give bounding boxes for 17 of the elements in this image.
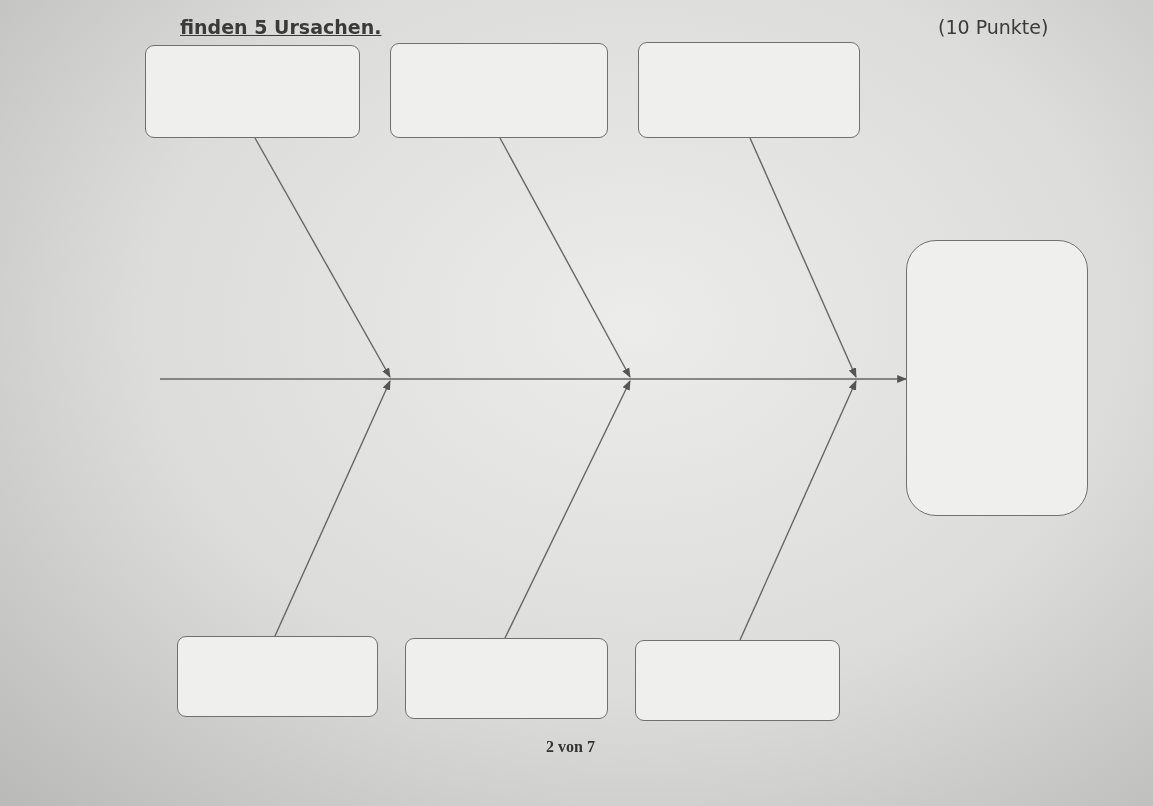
bone-arrow xyxy=(739,380,857,641)
answer-box xyxy=(405,638,608,719)
bone-arrow xyxy=(504,380,631,639)
spine-arrow xyxy=(159,375,907,383)
answer-box xyxy=(177,636,378,717)
bone-arrow xyxy=(499,137,631,378)
answer-box xyxy=(635,640,840,721)
answer-box xyxy=(390,43,608,138)
points-text: (10 Punkte) xyxy=(938,16,1049,38)
answer-box xyxy=(638,42,860,138)
bone-arrow xyxy=(254,137,391,378)
instruction-text: finden 5 Ursachen. xyxy=(180,16,382,38)
bone-arrow xyxy=(274,380,391,637)
answer-box xyxy=(145,45,360,138)
answer-box xyxy=(906,240,1088,516)
page-number: 2 von 7 xyxy=(546,738,595,756)
bone-arrow xyxy=(749,137,857,378)
